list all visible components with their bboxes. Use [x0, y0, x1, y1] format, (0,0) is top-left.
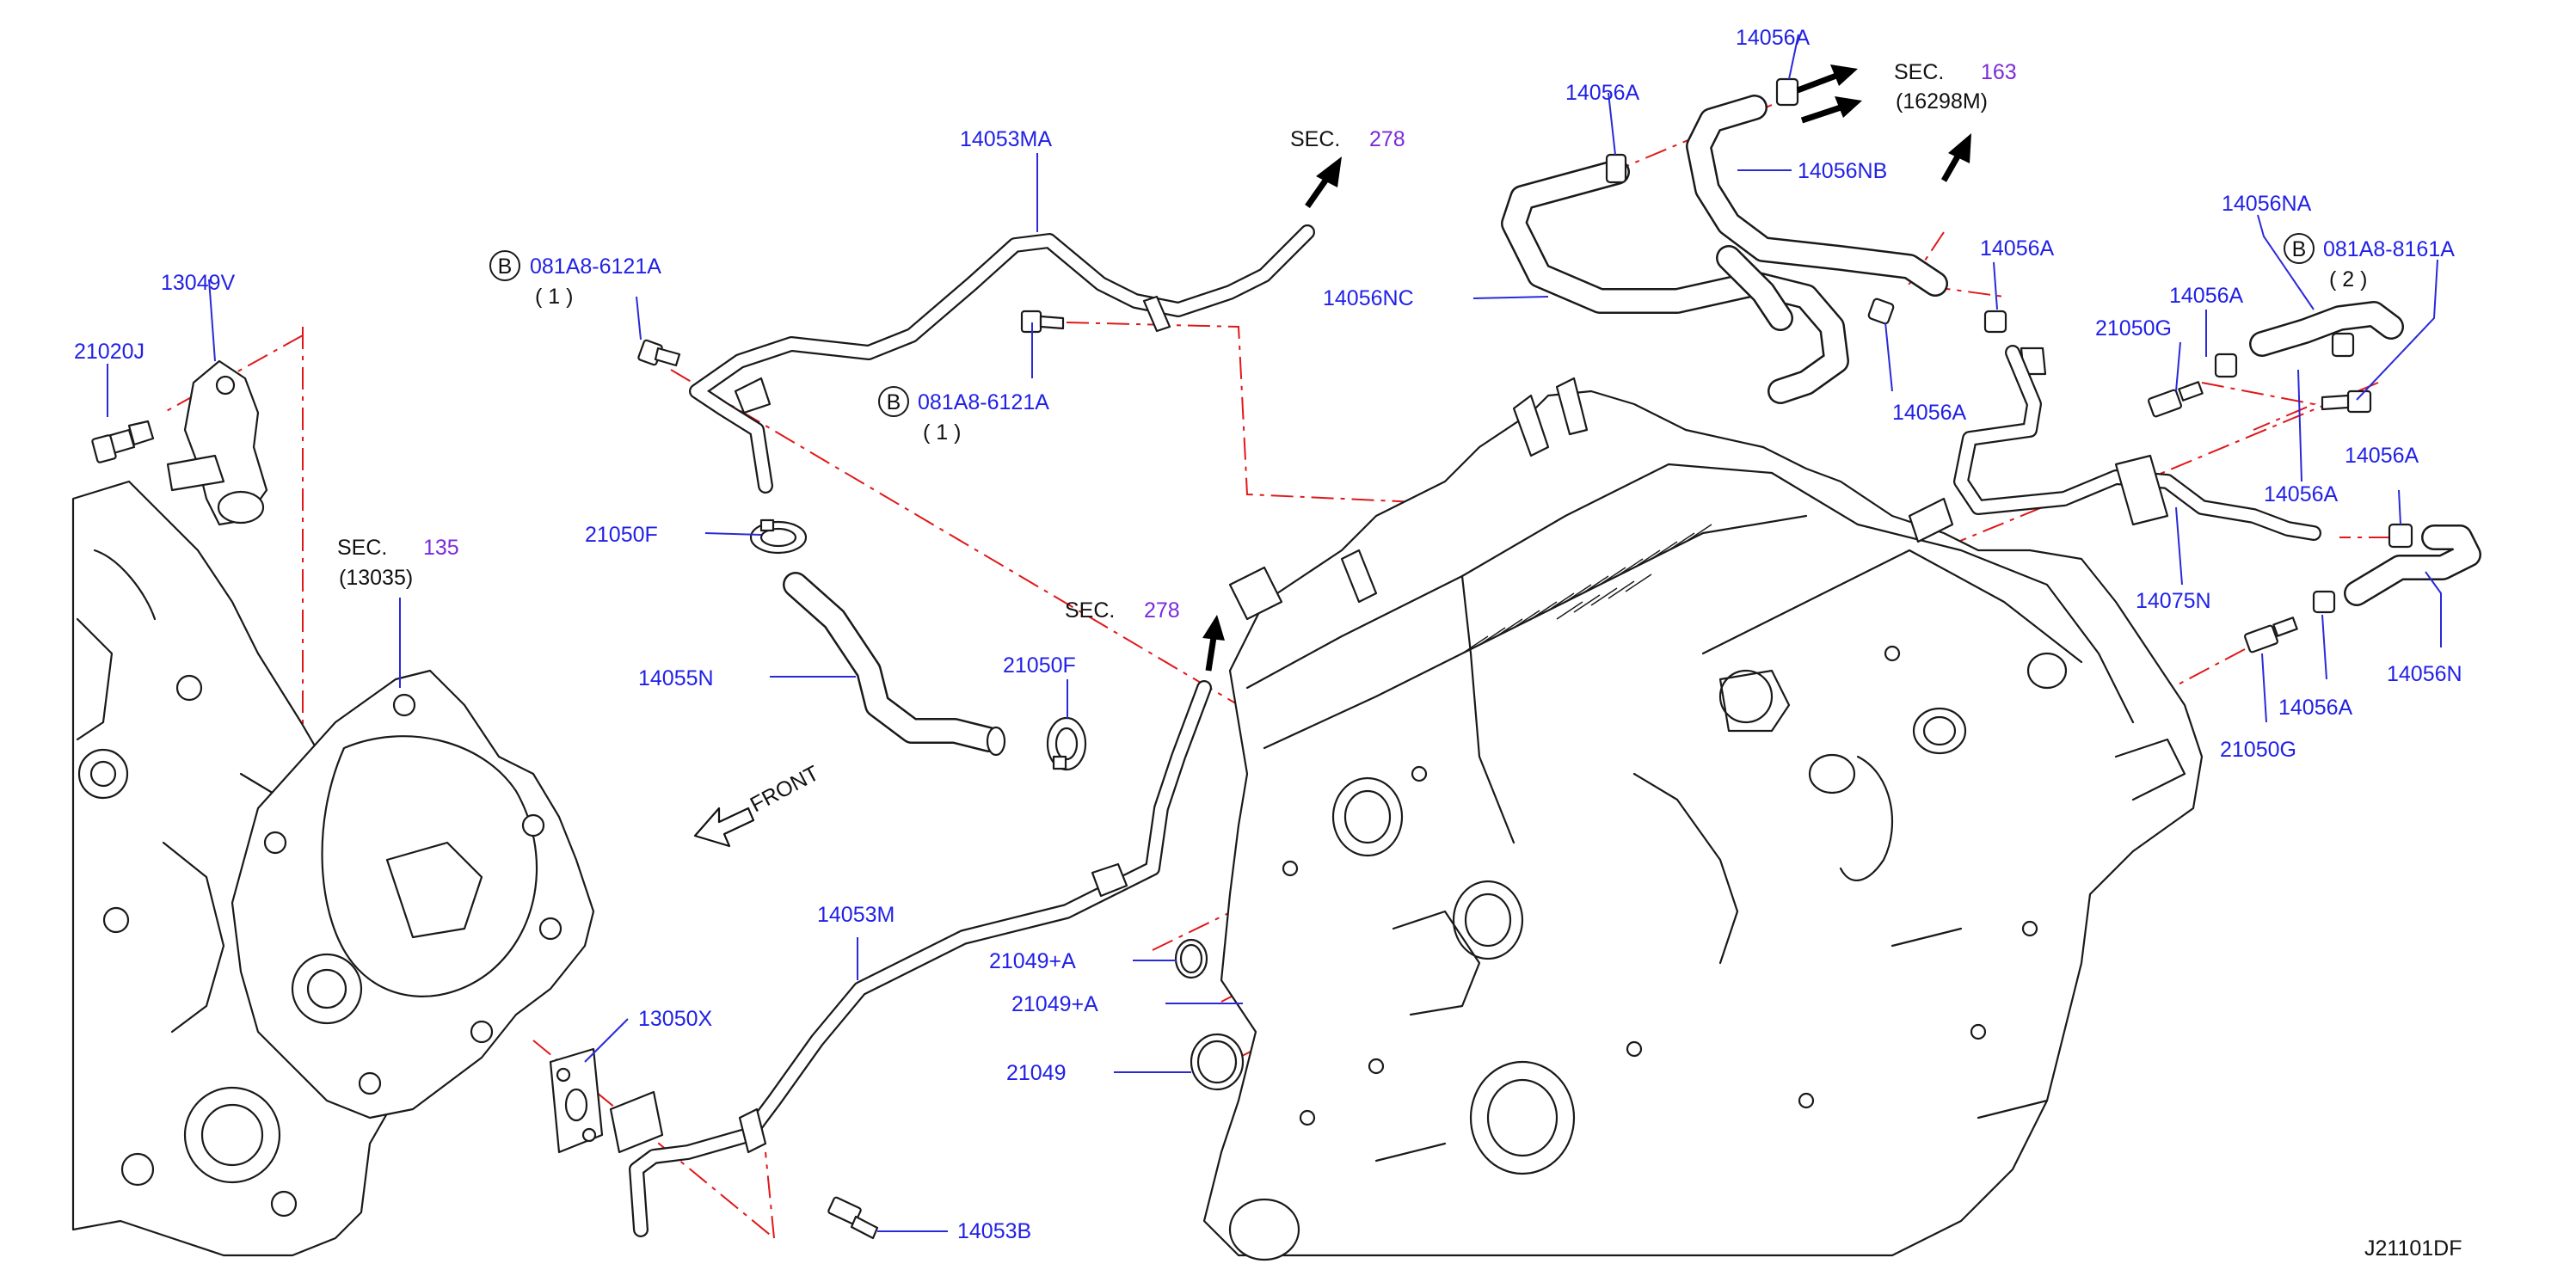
part-labels: 13049V 21020J 081A8-6121A ( 1 ) 081A8-61…: [74, 26, 2462, 1243]
arrow-sec-163-b: [1800, 96, 1862, 124]
svg-text:278: 278: [1369, 127, 1405, 151]
arrow-sec-278-top: [1305, 156, 1342, 209]
label-081A8-6121A-2: 081A8-6121A: [918, 390, 1049, 414]
bolt-081A8-8161A: [2321, 390, 2372, 414]
engine-block: [1202, 377, 2204, 1261]
front-arrow-icon: [693, 807, 755, 848]
bolt-marker-letter: B: [498, 255, 513, 279]
bolt-marker-b-1: B: [489, 250, 520, 281]
label-qty-2: ( 1 ): [923, 420, 961, 445]
label-14056A-top: 14056A: [1736, 26, 1811, 50]
front-label: FRONT: [747, 761, 823, 817]
arrow-sec-163-a: [1796, 64, 1858, 94]
label-13049V: 13049V: [161, 271, 236, 295]
svg-text:(13035): (13035): [339, 566, 413, 590]
label-14053M: 14053M: [817, 903, 895, 927]
diagram-code: J21101DF: [2364, 1236, 2462, 1261]
label-14056A-5: 14056A: [2169, 284, 2244, 308]
bolt-081A8-6121A-2: [1020, 310, 1065, 334]
clamp-21050F-1: [749, 518, 808, 555]
label-qty-3: ( 2 ): [2329, 267, 2367, 291]
label-081A8-6121A-1: 081A8-6121A: [530, 255, 661, 279]
label-21050G-2: 21050G: [2220, 738, 2296, 762]
leader-lines: [107, 34, 2442, 1232]
bolt-marker-b-3: B: [2284, 233, 2315, 264]
hose-14056NC: [1501, 159, 1849, 404]
label-14053B: 14053B: [957, 1219, 1031, 1243]
label-14055N: 14055N: [638, 666, 714, 690]
hose-14056NA: [2214, 301, 2404, 378]
section-refs: SEC. 135 (13035) SEC. 278 SEC. 278 SEC. …: [337, 60, 2017, 623]
label-14056A-8: 14056A: [2278, 696, 2353, 720]
hose-14055N: [783, 572, 1006, 757]
label-14056A-4: 14056A: [1980, 236, 2055, 261]
label-21049: 21049: [1006, 1061, 1067, 1085]
svg-text:163: 163: [1981, 60, 2017, 84]
arrow-sec-163-c: [1940, 133, 1971, 182]
svg-text:135: 135: [423, 536, 459, 560]
label-14056NC: 14056NC: [1323, 286, 1414, 310]
hose-14056NB: [1686, 95, 1948, 331]
label-14056A-2: 14056A: [1565, 81, 1640, 105]
sec-135: SEC. 135 (13035): [337, 536, 459, 590]
water-outlet-13049V: [166, 359, 268, 526]
bolt-marker-b-2: B: [878, 386, 909, 417]
label-21049A-1: 21049+A: [989, 949, 1076, 973]
direction-arrows: [693, 64, 1971, 848]
bolt-21020J: [91, 420, 155, 463]
gasket-13050X: [549, 1047, 604, 1154]
svg-text:SEC.: SEC.: [337, 536, 387, 560]
label-14056NB: 14056NB: [1798, 159, 1887, 183]
label-13050X: 13050X: [638, 1007, 713, 1031]
label-21050F-2: 21050F: [1003, 653, 1076, 678]
bolt-081A8-6121A-1: [637, 339, 681, 367]
label-14075N: 14075N: [2136, 589, 2211, 613]
svg-text:SEC.: SEC.: [1894, 60, 1944, 84]
sec-278-top: SEC. 278: [1290, 127, 1405, 151]
svg-text:SEC.: SEC.: [1290, 127, 1340, 151]
fitting-21050G-2: [2244, 617, 2298, 653]
pipe-14075N: [1908, 345, 2321, 543]
label-21020J: 21020J: [74, 340, 144, 364]
label-14056NA: 14056NA: [2222, 192, 2312, 216]
clamps-14056A-upper: [1605, 77, 2047, 376]
label-14056N: 14056N: [2387, 662, 2462, 686]
arrow-sec-278-mid: [1202, 615, 1225, 672]
pipe-14053MA: [689, 224, 1315, 494]
label-21049A-2: 21049+A: [1011, 992, 1098, 1016]
label-14056A-7: 14056A: [2345, 444, 2419, 468]
label-21050G-1: 21050G: [2095, 316, 2172, 340]
label-14056A-6: 14056A: [2264, 482, 2339, 506]
svg-text:278: 278: [1144, 598, 1180, 623]
hose-14056N: [2312, 523, 2481, 614]
front-cover-135: [231, 669, 595, 1120]
label-qty-1: ( 1 ): [535, 285, 573, 309]
sec-278-mid: SEC. 278: [1065, 598, 1180, 623]
svg-text:SEC.: SEC.: [1065, 598, 1115, 623]
clamp-21050F-2: [1046, 716, 1087, 771]
label-14053MA: 14053MA: [960, 127, 1052, 151]
bolt-marker-letter: B: [887, 390, 901, 414]
bolt-marker-letter: B: [2292, 237, 2307, 261]
bolt-14053B: [827, 1196, 879, 1240]
label-081A8-8161A: 081A8-8161A: [2323, 237, 2455, 261]
sec-163: SEC. 163 (16298M): [1894, 60, 2017, 113]
svg-text:(16298M): (16298M): [1896, 89, 1988, 113]
fitting-21050G-1: [2148, 381, 2204, 418]
inlet-pipe-14053M: [609, 680, 1212, 1237]
label-21050F-1: 21050F: [585, 523, 658, 547]
label-14056A-3: 14056A: [1892, 401, 1967, 425]
